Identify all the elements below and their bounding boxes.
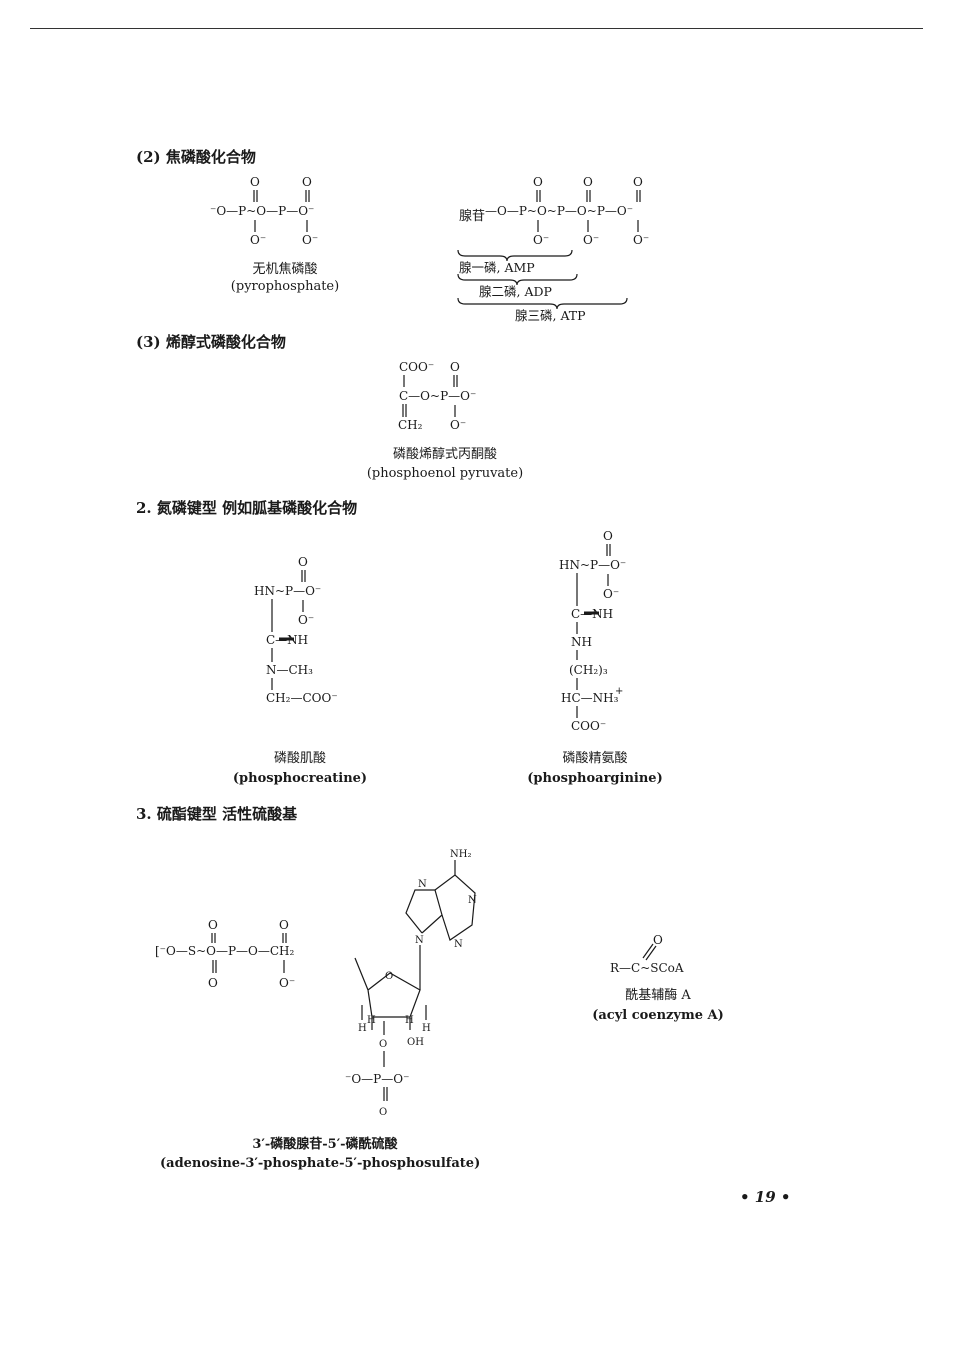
phosphocreatine-structure: O HN~P—O⁻ O⁻ C—NH N—CH₃ CH₂—COO⁻ bbox=[254, 555, 338, 705]
svg-text:O: O bbox=[298, 555, 308, 569]
creatine-name-en: (phosphocreatine) bbox=[232, 771, 368, 786]
atp-structure: O O O —O—P~O~P—O~P—O⁻ O⁻ O⁻ O⁻ bbox=[485, 175, 649, 247]
svg-text:O: O bbox=[450, 360, 460, 374]
acyl-coa-formula: R—C~SCoA bbox=[610, 961, 684, 975]
pyrophosphate-name-en: (pyrophosphate) bbox=[230, 279, 340, 294]
header-rule bbox=[30, 28, 923, 29]
arginine-name-en: (phosphoarginine) bbox=[527, 771, 663, 786]
svg-text:HC—NH₃: HC—NH₃ bbox=[561, 691, 619, 705]
svg-text:O: O bbox=[379, 1107, 387, 1118]
svg-text:O⁻: O⁻ bbox=[298, 613, 314, 627]
svg-text:NH: NH bbox=[571, 635, 592, 649]
svg-text:O: O bbox=[379, 1039, 387, 1050]
svg-text:(CH₂)₃: (CH₂)₃ bbox=[569, 663, 608, 677]
paps-name-en: (adenosine-3′-phosphate-5′-phosphosulfat… bbox=[160, 1156, 481, 1171]
pyrophosphate-name-cn: 无机焦磷酸 bbox=[252, 262, 318, 277]
svg-text:NH₂: NH₂ bbox=[450, 849, 471, 860]
svg-text:O: O bbox=[603, 529, 613, 543]
section-heading-sulfate: 3. 硫酯键型 活性硫酸基 bbox=[136, 805, 298, 823]
amp-label: 腺一磷, AMP bbox=[459, 260, 535, 275]
svg-text:COO⁻: COO⁻ bbox=[399, 360, 434, 374]
svg-text:H: H bbox=[367, 1015, 376, 1026]
svg-text:CH₂: CH₂ bbox=[398, 418, 423, 432]
svg-text:O: O bbox=[208, 976, 218, 990]
arginine-name-cn: 磷酸精氨酸 bbox=[562, 751, 628, 766]
svg-text:O⁻: O⁻ bbox=[302, 233, 318, 247]
svg-text:O⁻: O⁻ bbox=[250, 233, 266, 247]
svg-text:N: N bbox=[468, 895, 477, 906]
svg-text:O⁻: O⁻ bbox=[583, 233, 599, 247]
section-heading-np: 2. 氮磷键型 例如胍基磷酸化合物 bbox=[136, 499, 358, 517]
svg-text:O: O bbox=[583, 175, 593, 189]
svg-text:N—CH₃: N—CH₃ bbox=[266, 663, 313, 677]
svg-text:N: N bbox=[418, 879, 427, 890]
adp-label: 腺二磷, ADP bbox=[479, 284, 552, 299]
svg-text:HN~P—O⁻: HN~P—O⁻ bbox=[254, 584, 321, 598]
svg-text:C—O~P—O⁻: C—O~P—O⁻ bbox=[399, 389, 476, 403]
pep-structure: COO⁻ O C—O~P—O⁻ CH₂ O⁻ bbox=[398, 360, 476, 432]
adenosine-label: 腺苷 bbox=[459, 209, 486, 224]
svg-text:O: O bbox=[302, 175, 312, 189]
svg-text:⁻O—P~O—P—O⁻: ⁻O—P~O—P—O⁻ bbox=[210, 204, 314, 218]
svg-text:O: O bbox=[385, 971, 393, 982]
svg-text:—O—P~O~P—O~P—O⁻: —O—P~O~P—O~P—O⁻ bbox=[485, 204, 633, 218]
svg-text:COO⁻: COO⁻ bbox=[571, 719, 606, 733]
svg-text:O: O bbox=[533, 175, 543, 189]
svg-text:+: + bbox=[615, 686, 623, 697]
svg-text:O: O bbox=[633, 175, 643, 189]
pyrophosphate-structure: O O ⁻O—P~O—P—O⁻ O⁻ O⁻ bbox=[210, 175, 318, 247]
svg-text:O⁻: O⁻ bbox=[450, 418, 466, 432]
svg-text:H: H bbox=[405, 1015, 414, 1026]
svg-text:O: O bbox=[653, 933, 663, 947]
svg-text:O⁻: O⁻ bbox=[603, 587, 619, 601]
svg-text:⁻O—P—O⁻: ⁻O—P—O⁻ bbox=[345, 1072, 409, 1086]
paps-name-cn: 3′-磷酸腺苷-5′-磷酰硫酸 bbox=[252, 1137, 398, 1152]
svg-text:N: N bbox=[454, 939, 463, 950]
pep-name-cn: 磷酸烯醇式丙酮酸 bbox=[392, 447, 497, 462]
paps-structure: O O [⁻O—S~O—P—O—CH₂ O O⁻ O H H H H OH O … bbox=[155, 849, 477, 1118]
svg-text:[⁻O—S~O—P—O—CH₂: [⁻O—S~O—P—O—CH₂ bbox=[155, 944, 295, 958]
page-number: • 19 • bbox=[740, 1188, 791, 1206]
creatine-name-cn: 磷酸肌酸 bbox=[273, 751, 326, 766]
section-heading-pyrophosphate: (2) 焦磷酸化合物 bbox=[136, 148, 256, 166]
pep-name-en: (phosphoenol pyruvate) bbox=[366, 466, 524, 481]
svg-text:OH: OH bbox=[407, 1037, 424, 1048]
acyl-coa-name-en: (acyl coenzyme A) bbox=[592, 1008, 724, 1023]
svg-text:H: H bbox=[422, 1023, 431, 1034]
section-heading-enol: (3) 烯醇式磷酸化合物 bbox=[136, 333, 286, 351]
svg-text:O⁻: O⁻ bbox=[533, 233, 549, 247]
svg-text:H: H bbox=[358, 1023, 367, 1034]
svg-text:CH₂—COO⁻: CH₂—COO⁻ bbox=[266, 691, 338, 705]
svg-text:O⁻: O⁻ bbox=[633, 233, 649, 247]
phosphate-braces bbox=[457, 249, 628, 310]
acyl-coa-name-cn: 酰基辅酶 A bbox=[625, 988, 691, 1003]
svg-text:O: O bbox=[250, 175, 260, 189]
svg-text:O: O bbox=[208, 918, 218, 932]
svg-text:N: N bbox=[415, 935, 424, 946]
svg-text:HN~P—O⁻: HN~P—O⁻ bbox=[559, 558, 626, 572]
svg-text:O⁻: O⁻ bbox=[279, 976, 295, 990]
atp-label: 腺三磷, ATP bbox=[515, 308, 586, 323]
phosphoarginine-structure: O HN~P—O⁻ O⁻ C—NH NH (CH₂)₃ HC—NH₃ + COO… bbox=[559, 529, 626, 733]
acyl-coa-structure: O R—C~SCoA bbox=[610, 933, 684, 975]
svg-text:O: O bbox=[279, 918, 289, 932]
